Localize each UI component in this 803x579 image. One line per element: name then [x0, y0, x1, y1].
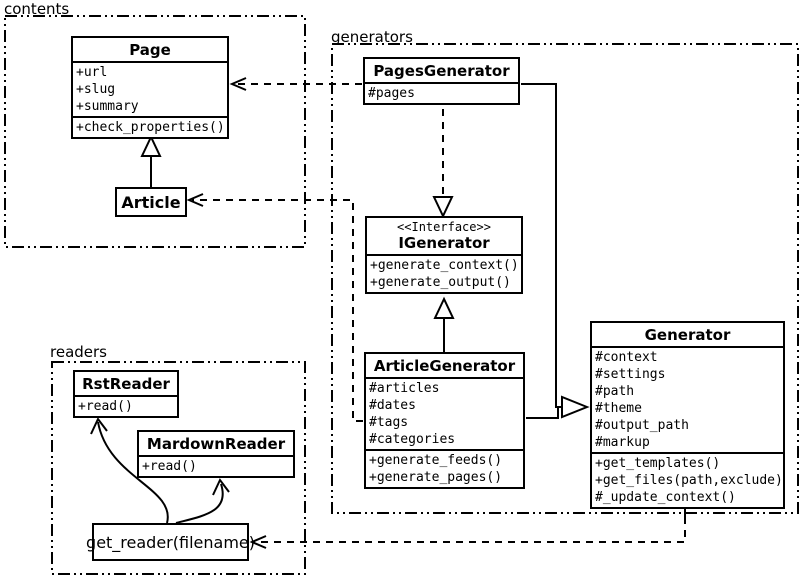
- triangle-arrowhead-generator: [561, 395, 590, 419]
- methods-generator: +get_templates() +get_files(path,exclude…: [592, 452, 783, 507]
- uml-attribute: #context: [595, 350, 658, 365]
- arrowhead-open-rstreader: [90, 417, 108, 435]
- class-name-igenerator: IGenerator: [398, 234, 490, 252]
- function-box-getreader: get_reader(filename): [86, 523, 255, 561]
- dependency-generator-getreader: [254, 517, 686, 543]
- package-readers-border: [51, 361, 306, 575]
- uml-method: #_update_context(): [595, 490, 736, 505]
- uml-attribute: #categories: [369, 432, 456, 447]
- uml-attribute: +slug: [76, 82, 116, 97]
- stereotype-igenerator: <<Interface>>: [397, 220, 491, 234]
- uml-method: +get_templates(): [595, 456, 721, 471]
- arrowhead-open-mardownreader: [212, 478, 230, 496]
- class-box-articlegenerator: ArticleGenerator #articles #dates #tags …: [364, 352, 525, 489]
- uml-method: +generate_output(): [370, 275, 511, 290]
- title-igenerator: <<Interface>> IGenerator: [367, 218, 521, 256]
- uml-attribute: #tags: [369, 415, 409, 430]
- methods-rstreader: +read(): [75, 397, 177, 416]
- class-name-generator: Generator: [592, 323, 783, 348]
- package-label-readers: readers: [50, 343, 107, 361]
- uml-attribute: #dates: [369, 398, 416, 413]
- class-name-rstreader: RstReader: [75, 372, 177, 397]
- triangle-arrowhead-page: [140, 134, 162, 157]
- uml-attribute: #path: [595, 384, 635, 399]
- uml-method: +get_files(path,exclude): [595, 473, 783, 488]
- uml-method: +generate_feeds(): [369, 453, 503, 468]
- attributes-pagesgenerator: #pages: [365, 84, 518, 103]
- uml-attribute: +url: [76, 65, 108, 80]
- uml-method: +generate_context(): [370, 258, 519, 273]
- attributes-page: +url +slug +summary: [73, 63, 227, 116]
- class-name-articlegenerator: ArticleGenerator: [366, 354, 523, 379]
- generalization-articlegenerator-generator: [526, 407, 559, 419]
- package-generators-border: [331, 43, 799, 514]
- class-box-generator: Generator #context #settings #path #them…: [590, 321, 785, 509]
- class-box-igenerator: <<Interface>> IGenerator +generate_conte…: [365, 216, 523, 294]
- package-label-contents: contents: [4, 0, 70, 18]
- uml-attribute: #settings: [595, 367, 666, 382]
- package-label-generators: generators: [331, 28, 413, 46]
- association-getreader-rstreader: [97, 421, 169, 524]
- uml-attribute: #pages: [368, 86, 415, 101]
- uml-attribute: #output_path: [595, 418, 689, 433]
- arrowhead-open-getreader: [249, 535, 267, 549]
- arrowhead-open-page: [229, 77, 247, 91]
- class-name-page: Page: [73, 38, 227, 63]
- uml-method: +check_properties(): [76, 120, 225, 135]
- association-getreader-mardownreader: [175, 483, 224, 524]
- function-label-getreader: get_reader(filename): [86, 532, 255, 552]
- arrowhead-open-article: [186, 193, 204, 207]
- class-name-article: Article: [121, 192, 181, 212]
- attributes-articlegenerator: #articles #dates #tags #categories: [366, 379, 523, 449]
- triangle-arrowhead-igenerator-top: [432, 196, 454, 219]
- class-box-pagesgenerator: PagesGenerator #pages: [363, 57, 520, 105]
- generalization-pagesgenerator-generator: [521, 83, 561, 408]
- class-box-page: Page +url +slug +summary +check_properti…: [71, 36, 229, 139]
- uml-method: +read(): [78, 399, 133, 414]
- class-name-pagesgenerator: PagesGenerator: [365, 59, 518, 84]
- class-box-mardownreader: MardownReader +read(): [137, 430, 295, 478]
- uml-attribute: +summary: [76, 99, 139, 114]
- uml-attribute: #theme: [595, 401, 642, 416]
- class-box-article: Article: [115, 187, 187, 217]
- class-name-mardownreader: MardownReader: [139, 432, 293, 457]
- methods-articlegenerator: +generate_feeds() +generate_pages(): [366, 449, 523, 487]
- uml-attribute: #articles: [369, 381, 440, 396]
- uml-attribute: #markup: [595, 435, 650, 450]
- uml-method: +read(): [142, 459, 197, 474]
- uml-method: +generate_pages(): [369, 470, 503, 485]
- attributes-generator: #context #settings #path #theme #output_…: [592, 348, 783, 452]
- triangle-arrowhead-igenerator-bottom: [433, 296, 455, 319]
- class-box-rstreader: RstReader +read(): [73, 370, 179, 418]
- methods-mardownreader: +read(): [139, 457, 293, 476]
- package-contents-border: [4, 15, 306, 248]
- dependency-articlegenerator-article: [192, 199, 363, 422]
- methods-page: +check_properties(): [73, 116, 227, 137]
- methods-igenerator: +generate_context() +generate_output(): [367, 256, 521, 292]
